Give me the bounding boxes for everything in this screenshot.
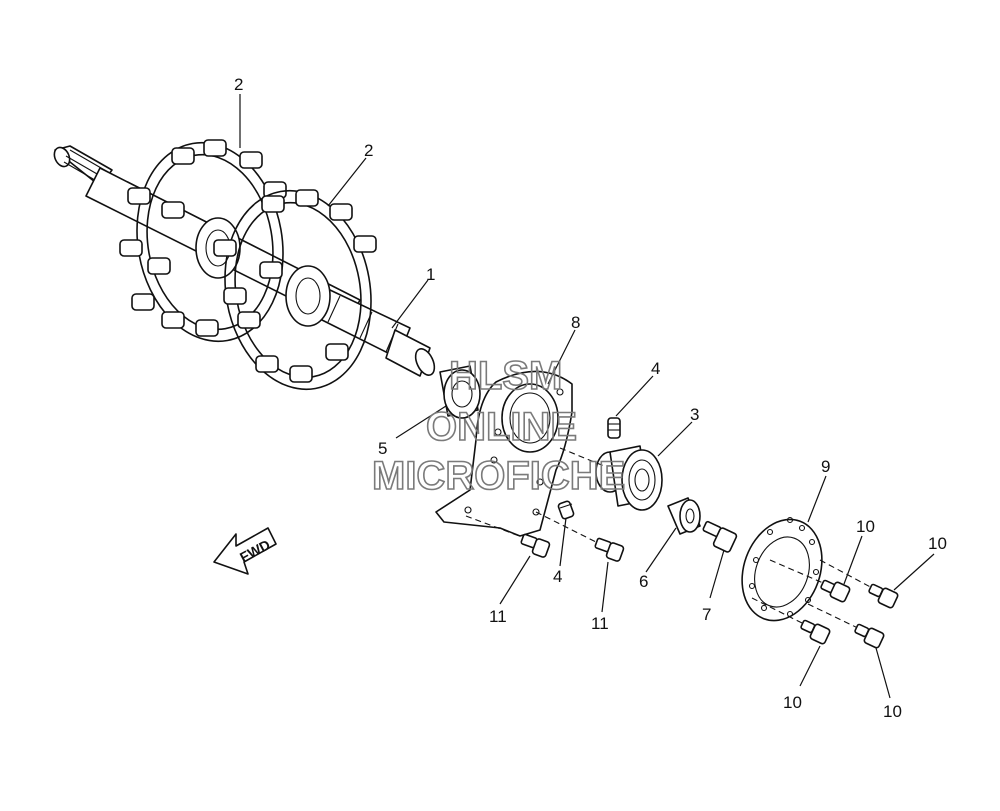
bolt-11-left <box>465 515 551 558</box>
forward-direction-arrow: FWD <box>213 527 277 575</box>
bearing-housing <box>435 370 573 537</box>
bearing <box>595 445 663 511</box>
sprocket-left <box>119 139 287 343</box>
callout-1: 1 <box>426 265 435 284</box>
sprocket-right <box>213 189 377 391</box>
callout-labels: 2 2 1 8 4 3 5 4 6 7 9 10 10 10 10 11 11 <box>234 75 947 721</box>
collar <box>439 365 481 419</box>
assembly-axis <box>559 447 605 467</box>
bolt-11-right <box>535 511 625 562</box>
callout-9: 9 <box>821 457 830 476</box>
leader-lines <box>239 94 935 699</box>
watermark-line-2: ONLINE <box>426 405 577 449</box>
bolt-10-lower-left <box>751 597 831 645</box>
callout-10-c: 10 <box>783 693 802 712</box>
bolt-7 <box>702 520 738 553</box>
callout-4-upper: 4 <box>651 359 660 378</box>
bolt-10-upper-left <box>769 559 851 603</box>
watermark-line-1: HLSM <box>449 354 562 398</box>
callout-4-lower: 4 <box>553 567 562 586</box>
callout-10-b: 10 <box>928 534 947 553</box>
bearing-cap <box>667 497 701 535</box>
callout-7: 7 <box>702 605 711 624</box>
callout-2-right: 2 <box>364 141 373 160</box>
bolt-10-upper-right <box>819 559 899 609</box>
callout-2-left: 2 <box>234 75 243 94</box>
set-screw-lower <box>557 500 575 520</box>
callout-11-right: 11 <box>591 614 609 633</box>
callout-10-d: 10 <box>883 702 902 721</box>
callout-8: 8 <box>571 313 580 332</box>
callout-3: 3 <box>690 405 699 424</box>
callout-10-a: 10 <box>856 517 875 536</box>
watermark: HLSM ONLINE MICROFICHE <box>371 353 626 499</box>
flange-plate <box>741 516 823 622</box>
callout-6: 6 <box>639 572 648 591</box>
watermark-line-3: MICROFICHE <box>372 454 625 498</box>
set-screw-upper <box>607 417 621 439</box>
callout-5: 5 <box>378 439 387 458</box>
drive-shaft <box>53 145 436 377</box>
bolt-10-lower-right <box>807 603 885 649</box>
callout-11-left: 11 <box>489 607 507 626</box>
